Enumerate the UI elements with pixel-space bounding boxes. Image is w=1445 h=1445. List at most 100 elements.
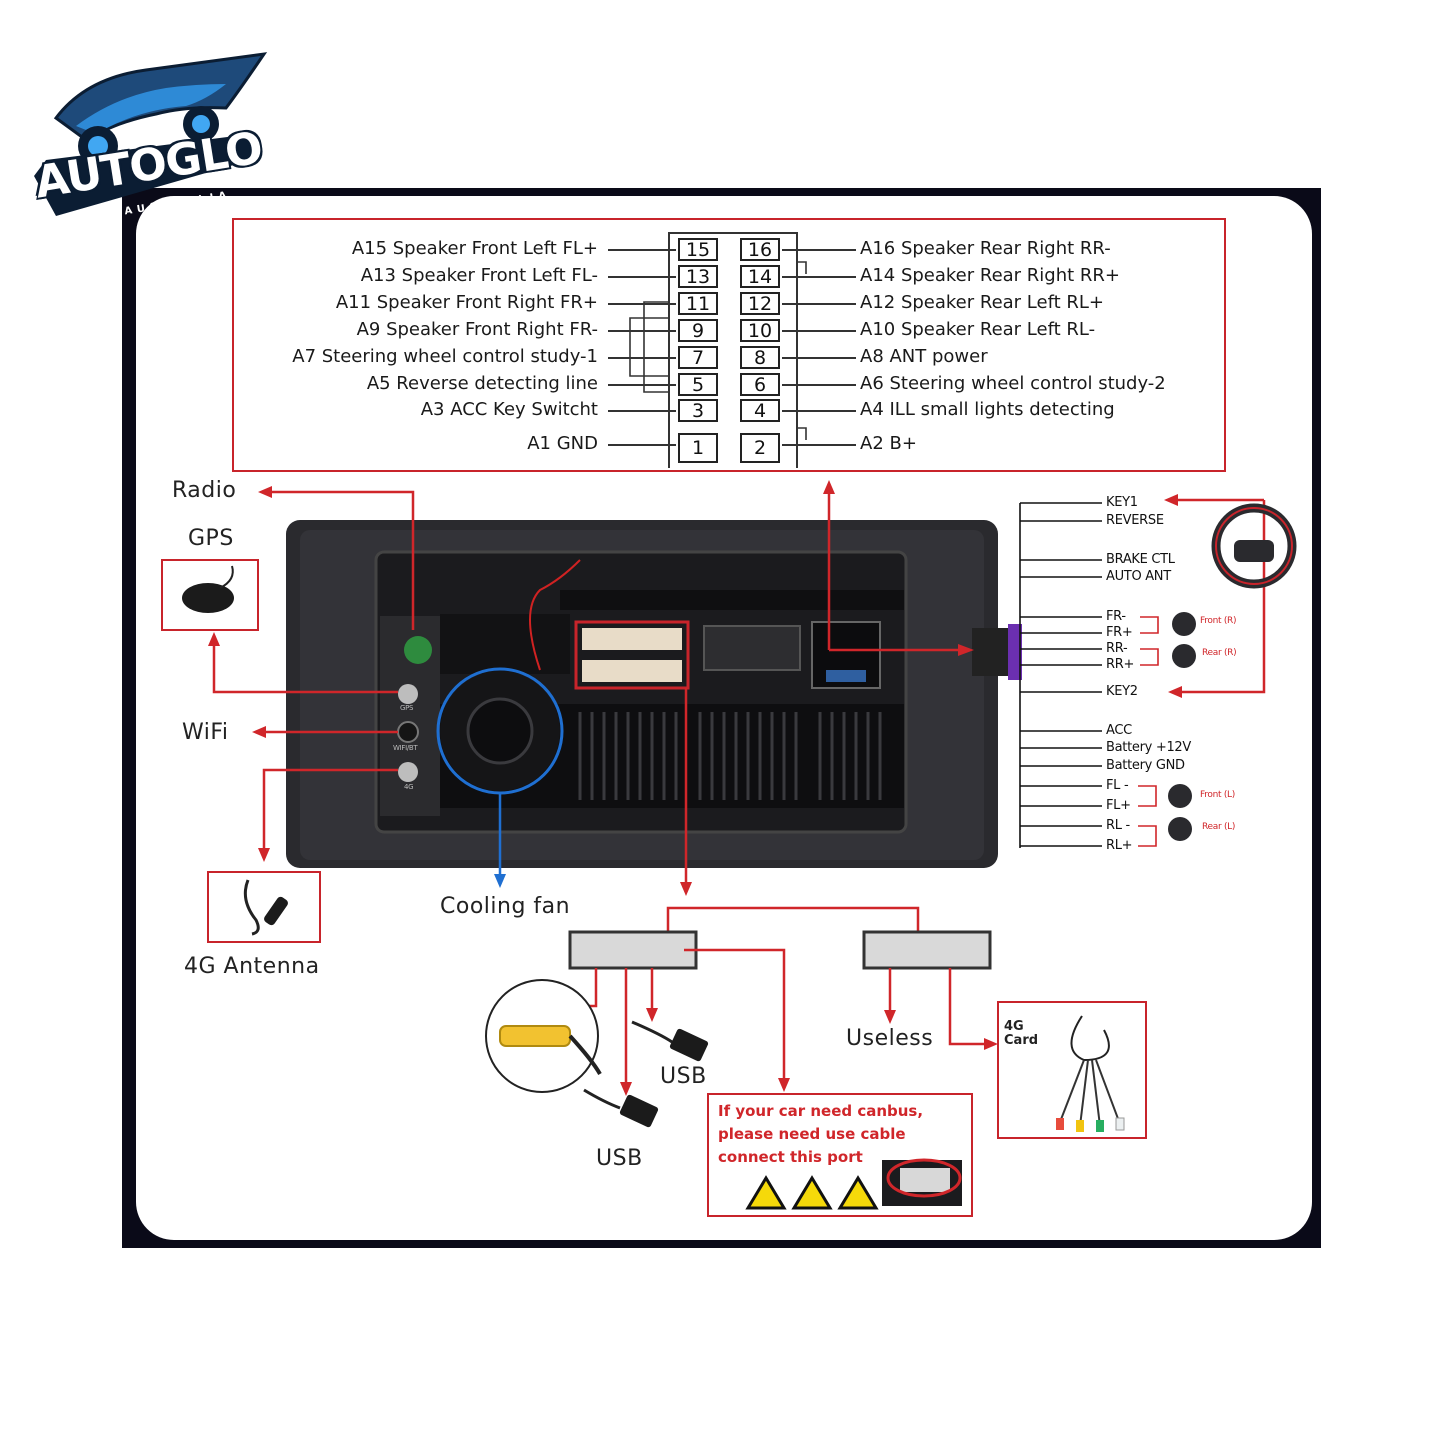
arrow-heads — [208, 480, 1182, 896]
radio-port-icon — [404, 636, 432, 664]
pin-leader-right — [782, 444, 856, 446]
pin-number-left: 11 — [678, 292, 718, 315]
pin-leader-left — [608, 249, 676, 251]
pin-label-right: A16 Speaker Rear Right RR- — [860, 238, 1111, 259]
pin-number-left: 5 — [678, 373, 718, 396]
speaker-icon — [1172, 644, 1196, 668]
harness-fl-minus: FL - — [1106, 778, 1129, 793]
pin-leader-right — [782, 410, 856, 412]
harness-key2: KEY2 — [1106, 684, 1138, 699]
lte-port-label: 4G — [404, 783, 414, 791]
pin-number-left: 7 — [678, 346, 718, 369]
pin-label-left: A15 Speaker Front Left FL+ — [351, 238, 598, 259]
usb-cable-icon — [583, 1088, 659, 1128]
cooling-fan-label: Cooling fan — [440, 894, 571, 919]
pin-leader-left — [608, 303, 676, 305]
pin-number-right: 12 — [740, 292, 780, 315]
speaker-rear-l: Rear (L) — [1202, 822, 1236, 832]
harness-rl-minus: RL - — [1106, 818, 1130, 833]
pin-leader-left — [608, 444, 676, 446]
pin-leader-left — [608, 410, 676, 412]
pin-bridges — [629, 261, 807, 440]
pin-leader-right — [782, 357, 856, 359]
harness-brake: BRAKE CTL — [1106, 552, 1175, 567]
pin-leader-right — [782, 303, 856, 305]
pin-label-left: A11 Speaker Front Right FR+ — [335, 292, 598, 313]
harness-fl-plus: FL+ — [1106, 798, 1131, 813]
pin-leader-left — [608, 384, 676, 386]
usb-cable-icon — [631, 1020, 709, 1062]
pin-label-left: A3 ACC Key Switcht — [420, 399, 598, 420]
harness-battery-gnd: Battery GND — [1106, 758, 1185, 773]
pin-number-left: 13 — [678, 265, 718, 288]
harness-auto-ant: AUTO ANT — [1106, 569, 1171, 584]
pin-number-left: 3 — [678, 399, 718, 422]
speaker-icon — [1172, 612, 1196, 636]
lte-antenna-label: 4G Antenna — [184, 954, 320, 979]
harness-battery-12v: Battery +12V — [1106, 740, 1191, 755]
autoglo-logo: AUTOGLO AUSTRALIA — [26, 48, 271, 218]
harness-rr-plus: RR+ — [1106, 657, 1135, 672]
pin-label-left: A1 GND — [527, 433, 598, 454]
steering-wheel-icon — [1211, 503, 1297, 589]
wifi-label: WiFi — [182, 720, 229, 745]
harness-fr-plus: FR+ — [1106, 625, 1133, 640]
warning-line-1: If your car need canbus, — [718, 1102, 924, 1120]
car-logo-icon — [34, 52, 268, 216]
warning-line-3: connect this port — [718, 1148, 863, 1166]
pin-label-right: A6 Steering wheel control study-2 — [860, 373, 1166, 394]
usb-label-2: USB — [596, 1146, 643, 1171]
speaker-front-l: Front (L) — [1200, 790, 1235, 800]
pin-label-left: A7 Steering wheel control study-1 — [292, 346, 598, 367]
head-unit-back — [286, 520, 1022, 868]
lte-antenna-box — [207, 871, 321, 943]
speaker-icon — [1168, 817, 1192, 841]
pin-number-right: 16 — [740, 238, 780, 261]
lte-card-label: 4G Card — [1004, 1019, 1039, 1048]
gps-port-label: GPS — [400, 704, 414, 712]
harness-fr-minus: FR- — [1106, 609, 1126, 624]
pin-number-right: 6 — [740, 373, 780, 396]
usb-label-1: USB — [660, 1064, 707, 1089]
pin-number-right: 14 — [740, 265, 780, 288]
pin-label-right: A12 Speaker Rear Left RL+ — [860, 292, 1105, 313]
pin-label-right: A8 ANT power — [860, 346, 988, 367]
speaker-icons — [1168, 612, 1196, 841]
harness-reverse: REVERSE — [1106, 513, 1164, 528]
main-connector-highlight — [574, 620, 690, 690]
pin-leader-right — [782, 276, 856, 278]
harness-plug — [972, 628, 1008, 676]
pin-number-left: 9 — [678, 319, 718, 342]
speaker-rear-r: Rear (R) — [1202, 648, 1237, 658]
pin-label-left: A13 Speaker Front Left FL- — [360, 265, 598, 286]
pin-leader-right — [782, 249, 856, 251]
pin-number-right: 2 — [740, 433, 780, 463]
bottom-connectors — [568, 906, 998, 1096]
pin-leader-right — [782, 330, 856, 332]
pin-label-left: A5 Reverse detecting line — [366, 373, 598, 394]
gps-label: GPS — [188, 526, 234, 551]
pin-label-right: A4 ILL small lights detecting — [860, 399, 1115, 420]
harness-key1: KEY1 — [1106, 495, 1138, 510]
pin-leader-left — [608, 330, 676, 332]
gps-antenna-icon — [182, 583, 234, 613]
harness-rr-minus: RR- — [1106, 641, 1128, 656]
pin-label-right: A2 B+ — [860, 433, 917, 454]
harness-rl-plus: RL+ — [1106, 838, 1133, 853]
pin-label-right: A14 Speaker Rear Right RR+ — [860, 265, 1121, 286]
pin-number-right: 10 — [740, 319, 780, 342]
speaker-icon — [1168, 784, 1192, 808]
lte-port-icon — [398, 762, 418, 782]
wifi-port-label: WIFI/BT — [393, 744, 418, 752]
useless-label: Useless — [846, 1026, 934, 1051]
pin-number-right: 4 — [740, 399, 780, 422]
harness-acc: ACC — [1106, 723, 1132, 738]
lte-card-box — [997, 1001, 1147, 1139]
pin-leader-left — [608, 357, 676, 359]
pin-label-left: A9 Speaker Front Right FR- — [356, 319, 598, 340]
pin-label-right: A10 Speaker Rear Left RL- — [860, 319, 1096, 340]
leader-lines — [212, 488, 1266, 890]
pin-leader-left — [608, 276, 676, 278]
gps-port-icon — [398, 684, 418, 704]
